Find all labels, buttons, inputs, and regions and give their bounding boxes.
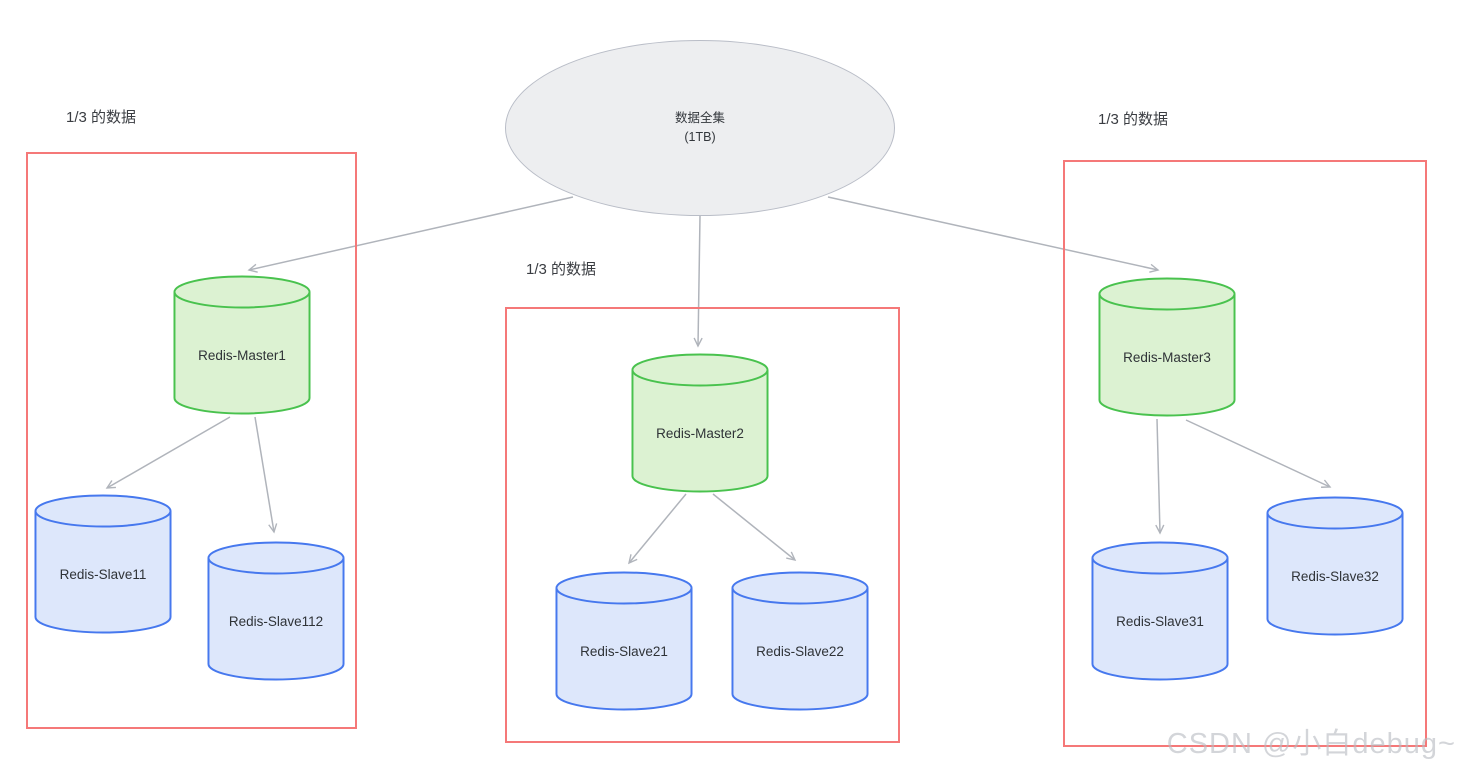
group-box-1 <box>26 152 357 729</box>
slave31-node: Redis-Slave31 <box>1091 541 1229 681</box>
master1-label: Redis-Master1 <box>198 347 286 363</box>
partition-label-3: 1/3 的数据 <box>1098 111 1169 128</box>
master3-node: Redis-Master3 <box>1098 277 1236 417</box>
slave11-node: Redis-Slave11 <box>34 494 172 634</box>
partition-label-1: 1/3 的数据 <box>66 109 137 126</box>
database-cylinder-icon <box>731 571 869 711</box>
slave22-label: Redis-Slave22 <box>756 643 844 659</box>
master1-node: Redis-Master1 <box>173 275 311 415</box>
database-cylinder-icon <box>34 494 172 634</box>
source-title: 数据全集 <box>674 110 725 125</box>
database-cylinder-icon <box>1266 496 1404 636</box>
slave32-node: Redis-Slave32 <box>1266 496 1404 636</box>
csdn-watermark: CSDN @小白debug~ <box>1166 728 1456 760</box>
database-cylinder-icon <box>1091 541 1229 681</box>
slave21-node: Redis-Slave21 <box>555 571 693 711</box>
database-cylinder-icon <box>631 353 769 493</box>
database-cylinder-icon <box>555 571 693 711</box>
slave112-label: Redis-Slave112 <box>228 613 324 629</box>
slave32-label: Redis-Slave32 <box>1291 568 1379 584</box>
source-subtitle: (1TB) <box>684 130 716 144</box>
master3-label: Redis-Master3 <box>1123 349 1211 365</box>
database-cylinder-icon <box>173 275 311 415</box>
slave22-node: Redis-Slave22 <box>731 571 869 711</box>
database-cylinder-icon <box>1098 277 1236 417</box>
master2-node: Redis-Master2 <box>631 353 769 493</box>
slave21-label: Redis-Slave21 <box>580 643 668 659</box>
slave112-node: Redis-Slave112 <box>207 541 345 681</box>
group-box-2 <box>505 307 900 743</box>
source-ellipse: 数据全集 (1TB) <box>505 40 895 216</box>
database-cylinder-icon <box>207 541 345 681</box>
group-box-3 <box>1063 160 1427 747</box>
slave31-label: Redis-Slave31 <box>1116 613 1204 629</box>
master2-label: Redis-Master2 <box>656 425 744 441</box>
partition-label-2: 1/3 的数据 <box>526 261 597 278</box>
slave11-label: Redis-Slave11 <box>59 566 147 582</box>
